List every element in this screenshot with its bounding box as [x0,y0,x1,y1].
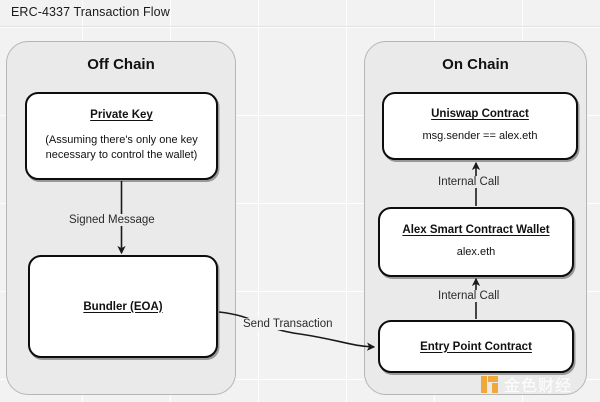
node-private-key-subtitle: (Assuming there's only one key necessary… [45,134,198,161]
node-alex-wallet-subtitle: alex.eth [456,246,496,258]
node-alex-wallet-title: Alex Smart Contract Wallet [402,224,550,236]
node-uniswap-contract-title: Uniswap Contract [431,108,529,120]
watermark: 金色财经 [481,372,572,396]
node-alex-wallet[interactable]: Alex Smart Contract Wallet alex.eth [378,207,574,277]
edge-label-send-transaction: Send Transaction [240,318,336,330]
watermark-text: 金色财经 [504,378,573,395]
node-bundler[interactable]: Bundler (EOA) [28,255,218,358]
edge-label-signed-message: Signed Message [66,214,158,226]
group-on-chain-title: On Chain [442,56,509,73]
page-title: ERC-4337 Transaction Flow [11,5,170,19]
watermark-logo-icon [481,375,498,393]
group-off-chain-title: Off Chain [87,56,155,73]
node-private-key[interactable]: Private Key (Assuming there's only one k… [25,92,218,180]
edge-label-internal-call-entry-to-wallet: Internal Call [435,290,503,302]
node-private-key-title: Private Key [90,109,153,121]
node-entry-point-contract-title: Entry Point Contract [420,340,532,353]
edge-label-internal-call-wallet-to-uniswap: Internal Call [435,176,503,188]
node-bundler-title: Bundler (EOA) [83,300,163,313]
title-bar: ERC-4337 Transaction Flow [0,0,600,27]
node-uniswap-contract-subtitle: msg.sender == alex.eth [422,130,538,142]
node-uniswap-contract[interactable]: Uniswap Contract msg.sender == alex.eth [382,92,578,160]
node-entry-point-contract[interactable]: Entry Point Contract [378,320,574,373]
